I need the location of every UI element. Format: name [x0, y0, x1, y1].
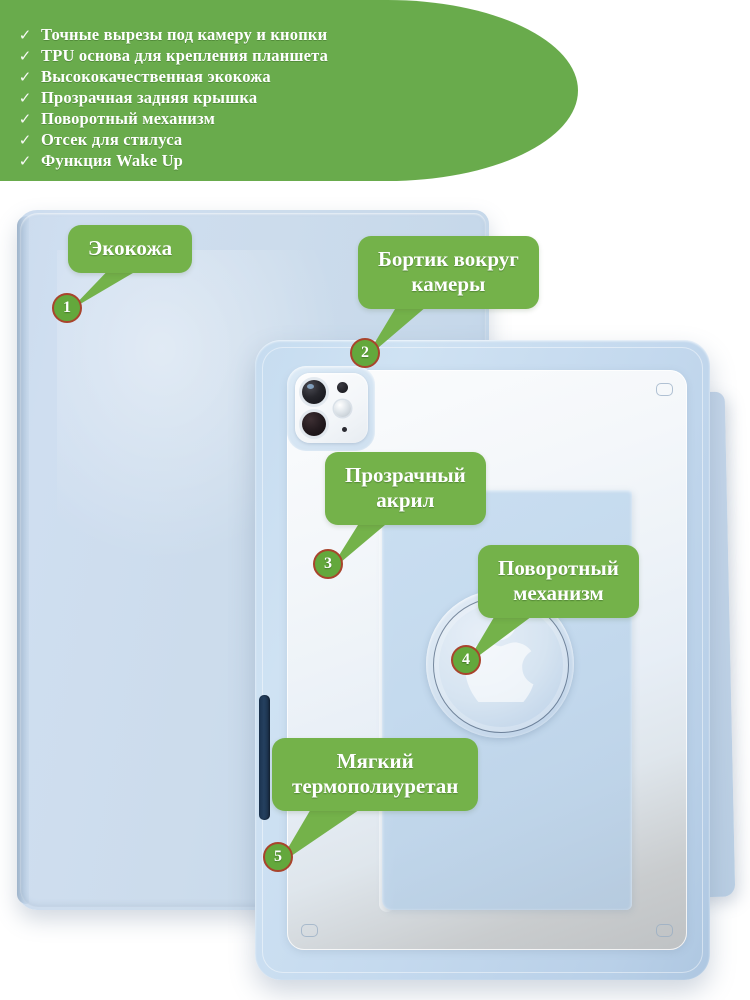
callout-badge-5: 5: [263, 842, 293, 872]
callout-badge-2: 2: [350, 338, 380, 368]
callout-5: Мягкий термополиуретан: [272, 738, 479, 811]
acrylic-corner-tab-bottom-left: [301, 924, 318, 937]
callout-3: Прозрачный акрил: [325, 452, 486, 525]
callout-tail-5: [278, 797, 378, 865]
callout-2-line2: камеры: [411, 271, 486, 296]
callout-tail-4: [465, 602, 551, 666]
callout-badge-3: 3: [313, 549, 343, 579]
check-icon: ✓: [18, 151, 32, 170]
callout-2: Бортик вокруг камеры: [358, 236, 539, 309]
check-icon: ✓: [18, 88, 32, 107]
feature-label: Прозрачная задняя крышка: [41, 88, 258, 107]
callout-4-line1: Поворотный: [498, 556, 619, 580]
feature-label: Точные вырезы под камеру и кнопки: [41, 25, 328, 44]
callout-4-line2: механизм: [513, 580, 604, 605]
check-icon: ✓: [18, 130, 32, 149]
camera-microphone-dot: [342, 427, 347, 432]
callout-2-line1: Бортик вокруг: [378, 247, 519, 271]
feature-label: Поворотный механизм: [41, 109, 216, 128]
callout-1: Экокожа: [68, 225, 193, 273]
feature-label: Высококачественная экокожа: [41, 67, 271, 86]
callout-4-bubble: Поворотный механизм: [478, 545, 639, 618]
callout-badge-4: 4: [451, 645, 481, 675]
feature-item-5: ✓ Поворотный механизм: [18, 109, 215, 129]
camera-lens-secondary: [302, 412, 326, 436]
check-icon: ✓: [18, 67, 32, 86]
feature-label: Отсек для стилуса: [41, 130, 183, 149]
callout-badge-1: 1: [52, 293, 82, 323]
callout-5-line2: термополиуретан: [292, 773, 459, 798]
features-banner: ✓ Точные вырезы под камеру и кнопки ✓ TP…: [0, 0, 578, 181]
callout-tail-3: [328, 509, 404, 573]
callout-3-line1: Прозрачный: [345, 463, 466, 487]
callout-4: Поворотный механизм: [478, 545, 639, 618]
feature-item-7: ✓ Функция Wake Up: [18, 151, 183, 171]
check-icon: ✓: [18, 25, 32, 44]
callout-3-line2: акрил: [376, 487, 435, 512]
callout-2-bubble: Бортик вокруг камеры: [358, 236, 539, 309]
check-icon: ✓: [18, 109, 32, 128]
acrylic-corner-tab-bottom-right: [656, 924, 673, 937]
feature-label: Функция Wake Up: [41, 151, 184, 170]
camera-flash-icon: [337, 382, 348, 393]
acrylic-corner-tab-top-right: [656, 383, 673, 396]
callout-5-line1: Мягкий: [336, 749, 414, 773]
feature-item-4: ✓ Прозрачная задняя крышка: [18, 88, 257, 108]
callout-1-bubble: Экокожа: [68, 225, 193, 273]
check-icon: ✓: [18, 46, 32, 65]
feature-item-1: ✓ Точные вырезы под камеру и кнопки: [18, 25, 327, 45]
feature-item-3: ✓ Высококачественная экокожа: [18, 67, 271, 87]
camera-lidar-sensor: [334, 400, 351, 417]
feature-item-2: ✓ TPU основа для крепления планшета: [18, 46, 328, 66]
stylus-compartment: [259, 695, 270, 820]
feature-item-6: ✓ Отсек для стилуса: [18, 130, 182, 150]
callout-3-bubble: Прозрачный акрил: [325, 452, 486, 525]
feature-label: TPU основа для крепления планшета: [41, 46, 329, 65]
callout-1-line1: Экокожа: [88, 236, 173, 260]
camera-lens-primary: [302, 380, 326, 404]
callout-5-bubble: Мягкий термополиуретан: [272, 738, 479, 811]
